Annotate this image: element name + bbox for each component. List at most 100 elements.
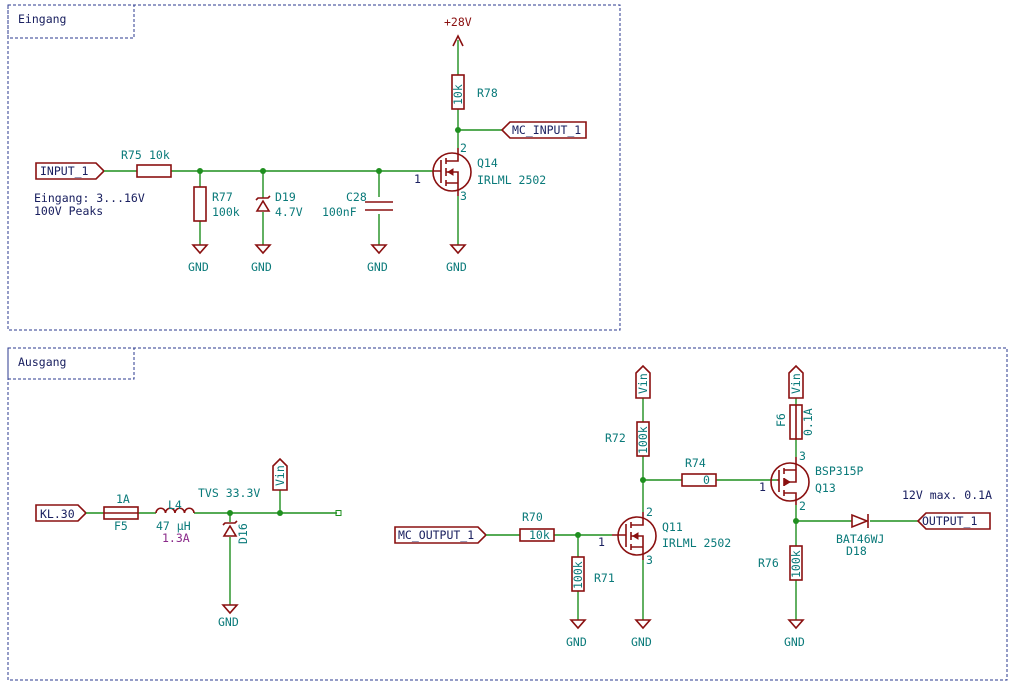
- kl30-label: KL.30: [35, 504, 88, 522]
- output-rating-note: 12V max. 0.1A: [902, 488, 992, 502]
- ausgang-left-wires: [86, 490, 337, 605]
- r71-ref: R71: [594, 571, 615, 585]
- junction-dot: [793, 518, 799, 524]
- gnd-symbol: GND: [218, 604, 239, 629]
- section-ausgang-title-box: [7, 347, 135, 380]
- q14-value: IRLML 2502: [477, 173, 546, 187]
- q13-pin-s: 3: [799, 449, 806, 463]
- r78-value: 10k: [451, 84, 465, 105]
- resistor-r78: 10k R78: [451, 74, 498, 110]
- output-1-text: OUTPUT_1: [922, 514, 977, 528]
- zener-diode-d19: D19 4.7V: [255, 190, 303, 219]
- vin-power-label: Vin: [272, 457, 288, 491]
- input-range-note: Eingang: 3...16V: [34, 191, 145, 205]
- d16-value: TVS 33.3V: [198, 486, 260, 500]
- q11-pin-d: 2: [646, 505, 653, 519]
- vin-text: Vin: [789, 373, 803, 394]
- vin-text: Vin: [273, 465, 287, 486]
- q13-pin-g: 1: [759, 480, 766, 494]
- power-28v: +28V: [444, 15, 472, 47]
- d16-ref: D16: [236, 523, 250, 544]
- section-ausgang-frame: [7, 347, 1008, 681]
- r77-ref: R77: [212, 190, 233, 204]
- junction-dot: [376, 168, 382, 174]
- gnd-symbol: GND: [631, 619, 652, 649]
- section-eingang-title: Eingang: [18, 12, 66, 26]
- q13-value: BSP315P: [815, 464, 864, 478]
- q11-value: IRLML 2502: [662, 536, 731, 550]
- q11-pin-s: 3: [646, 553, 653, 567]
- mosfet-q14: 2 3 1 Q14 IRLML 2502: [414, 141, 546, 203]
- ausgang-right-wires: [486, 398, 918, 620]
- r75-value: 10k: [149, 148, 170, 162]
- c28-value: 100nF: [322, 205, 357, 219]
- section-eingang-frame: [7, 4, 621, 331]
- q11-pin-g: 1: [598, 535, 605, 549]
- d18-ref: D18: [846, 544, 867, 558]
- l4-value: 47 µH: [156, 519, 191, 533]
- section-ausgang-title: Ausgang: [18, 355, 66, 369]
- r72-value: 100k: [636, 426, 650, 454]
- junction-dot: [575, 532, 581, 538]
- l4-ref: L4: [168, 498, 182, 512]
- gnd-label: GND: [446, 260, 467, 274]
- gnd-symbol: GND: [367, 244, 388, 274]
- junction-dot: [260, 168, 266, 174]
- power-28v-label: +28V: [444, 15, 472, 29]
- resistor-r71: 100k R71: [571, 556, 615, 592]
- fuse-f5: 1A F5: [103, 492, 139, 533]
- r71-value: 100k: [571, 561, 585, 589]
- resistor-r72: 100k R72: [605, 421, 650, 457]
- d18-value: BAT46WJ: [836, 532, 884, 546]
- l4-rating: 1.3A: [162, 531, 190, 545]
- r72-ref: R72: [605, 431, 626, 445]
- d19-ref: D19: [275, 190, 296, 204]
- schottky-diode-d18: BAT46WJ D18: [836, 513, 884, 558]
- q14-pin-g: 1: [414, 172, 421, 186]
- gnd-symbol: GND: [251, 244, 272, 274]
- junction-dot: [455, 127, 461, 133]
- vin-power-label: Vin: [635, 364, 651, 399]
- section-eingang: Eingang: [7, 4, 621, 331]
- junction-dot: [640, 477, 646, 483]
- kl30-text: KL.30: [40, 507, 75, 521]
- resistor-r77: R77 100k: [193, 186, 240, 222]
- q14-pin-s: 3: [460, 189, 467, 203]
- r76-value: 100k: [789, 550, 803, 578]
- r75-ref: R75: [121, 148, 142, 162]
- gnd-label: GND: [784, 635, 805, 649]
- gnd-label: GND: [566, 635, 587, 649]
- d19-value: 4.7V: [275, 205, 303, 219]
- mosfet-q11: 2 3 1 Q11 IRLML 2502: [598, 505, 731, 567]
- mc-output-1-label: MC_OUTPUT_1: [394, 526, 488, 544]
- section-ausgang: Ausgang: [7, 347, 1008, 681]
- input-1-text: INPUT_1: [40, 164, 89, 178]
- gnd-label: GND: [367, 260, 388, 274]
- q13-ref: Q13: [815, 481, 836, 495]
- junction-dot: [197, 168, 203, 174]
- r74-ref: R74: [685, 456, 706, 470]
- output-1-label: OUTPUT_1: [916, 512, 991, 530]
- input-1-label: INPUT_1: [35, 162, 106, 180]
- r74-value: 0: [703, 473, 710, 487]
- f5-value: 1A: [116, 492, 130, 506]
- resistor-r75: R75 10k: [121, 148, 172, 178]
- gnd-label: GND: [631, 635, 652, 649]
- f5-ref: F5: [114, 519, 128, 533]
- mc-input-1-text: MC_INPUT_1: [512, 123, 581, 137]
- resistor-r76: 100k R76: [758, 545, 803, 581]
- junction-dot: [277, 510, 283, 516]
- vin-text: Vin: [636, 373, 650, 394]
- r70-value: 10k: [529, 528, 550, 542]
- capacitor-c28: C28 100nF: [322, 190, 393, 219]
- mosfet-q13: 3 2 1 BSP315P Q13: [759, 449, 864, 513]
- section-eingang-title-box: [7, 4, 135, 39]
- r76-ref: R76: [758, 556, 779, 570]
- r77-value: 100k: [212, 205, 240, 219]
- vin-power-label: Vin: [788, 364, 804, 399]
- gnd-symbol: GND: [446, 244, 467, 274]
- q14-ref: Q14: [477, 156, 498, 170]
- resistor-r74: 0 R74: [681, 456, 717, 487]
- eingang-wires: [104, 40, 502, 245]
- fuse-f6: F6 0.1A: [774, 404, 815, 440]
